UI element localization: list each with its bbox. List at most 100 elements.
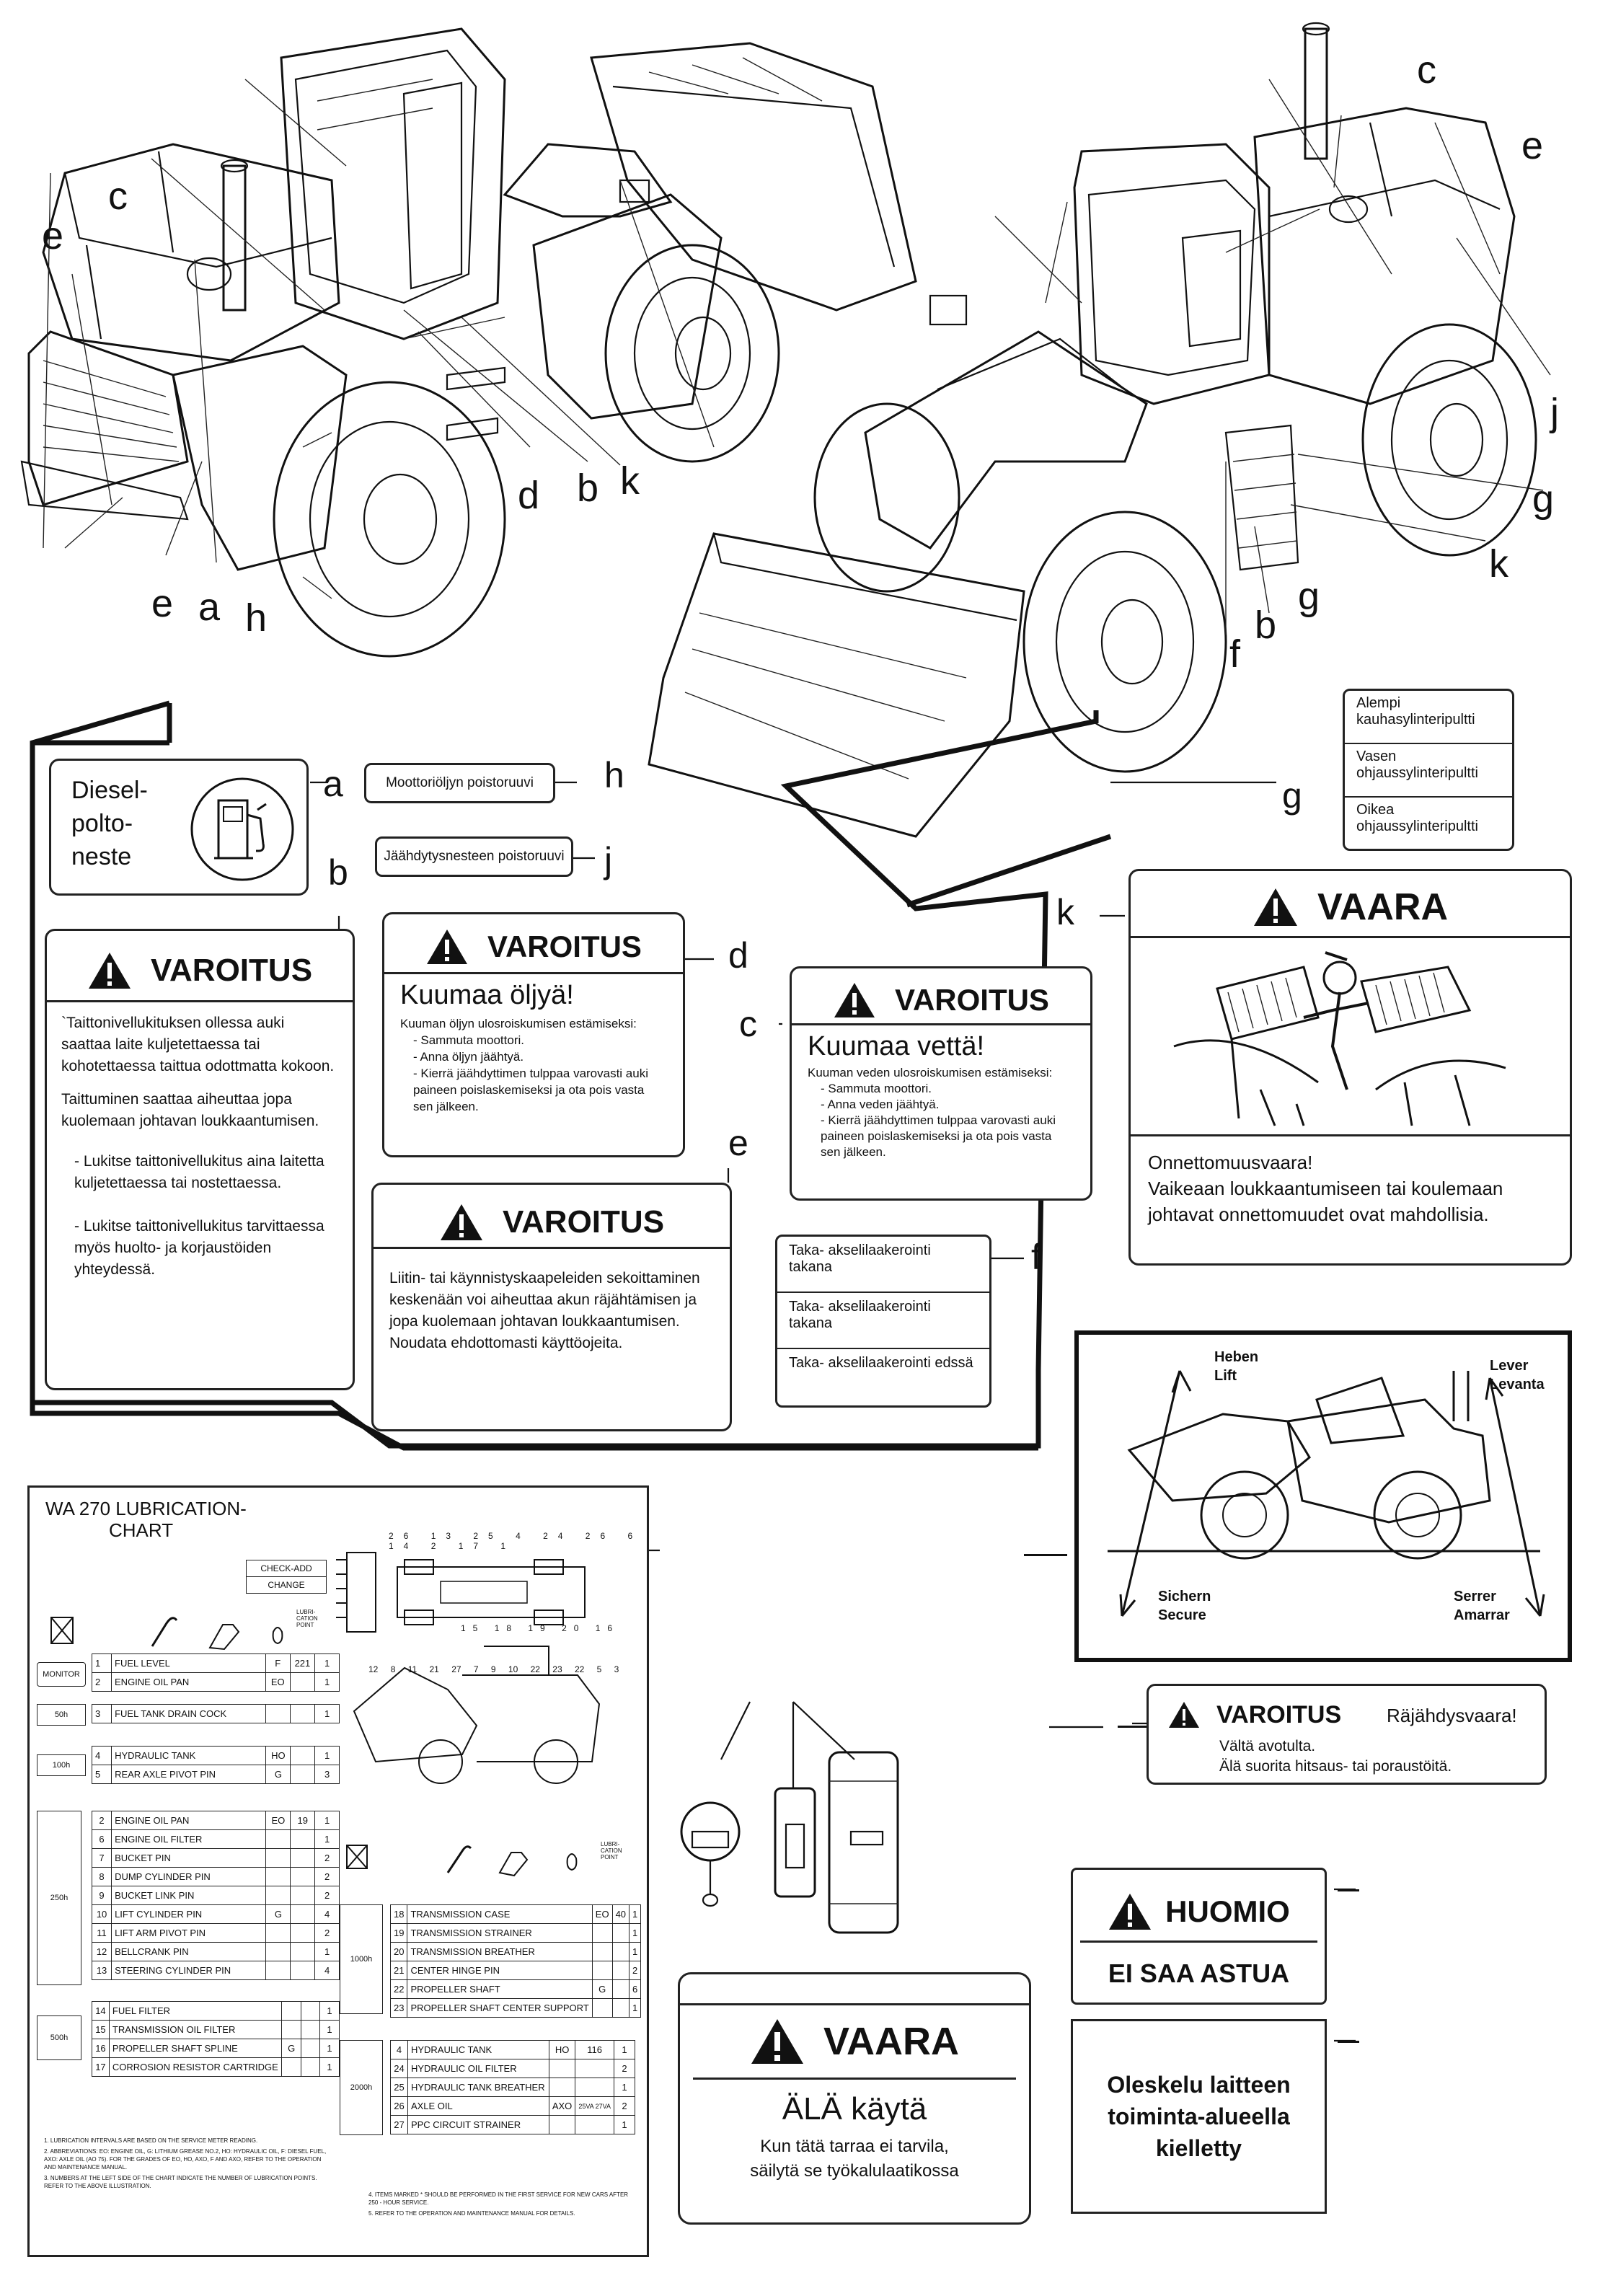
callout-h-left: h xyxy=(245,596,268,640)
diesel-line-1: Diesel- xyxy=(71,777,148,804)
callout-g-right-2: g xyxy=(1298,575,1320,618)
lube-cell: 2 xyxy=(91,1811,112,1830)
lube-cell xyxy=(265,1829,291,1849)
diagram-point-number: 17 xyxy=(458,1541,501,1551)
lube-cell: 1 xyxy=(629,1904,642,1924)
lube-cell: 1 xyxy=(614,2115,635,2134)
lube-cell: 21 xyxy=(389,1961,408,1980)
diagram-point-number: 19 xyxy=(528,1623,562,1633)
lift-label-es: Levanta xyxy=(1490,1377,1545,1392)
lube-cell: 15 xyxy=(92,2020,110,2039)
lube-cell: BELLCRANK PIN xyxy=(111,1942,267,1961)
lube-cell: AXLE OIL xyxy=(407,2096,549,2116)
lube-cell: HYDRAULIC TANK BREATHER xyxy=(407,2078,549,2097)
diagram-point-number: 26 xyxy=(389,1531,431,1541)
lube-cell: LIFT ARM PIVOT PIN xyxy=(111,1923,267,1943)
lube-cell xyxy=(290,1848,316,1868)
lube-cell: 13 xyxy=(91,1961,112,1980)
diagram-point-number: 13 xyxy=(430,1531,474,1541)
diagram-point-number: 15 xyxy=(461,1623,495,1633)
lube-cell: DUMP CYLINDER PIN xyxy=(111,1867,267,1886)
lube-cell: CORROSION RESISTOR CARTRIDGE xyxy=(108,2057,282,2077)
diagram-point-number: 22 xyxy=(530,1664,553,1674)
callout-d-left: d xyxy=(518,474,540,517)
lube-cell: 1 xyxy=(319,2057,340,2077)
diagram-point-number: 23 xyxy=(552,1664,575,1674)
lube-cell: 10 xyxy=(91,1904,112,1924)
lift-label-fr: Lever xyxy=(1490,1358,1529,1374)
diagram-point-number: 18 xyxy=(494,1623,529,1633)
lube-cell xyxy=(548,2115,576,2134)
warning-c-line-4: - Kierrä jäähdyttimen tulppaa varovasti … xyxy=(821,1113,1056,1159)
warning-b-header: VAROITUS xyxy=(47,945,353,996)
warning-c-line-2: - Sammuta moottori. xyxy=(821,1082,932,1095)
callout-e-left-bottom: e xyxy=(151,582,174,625)
lube-cell: 6 xyxy=(91,1829,112,1849)
warning-triangle-icon xyxy=(1169,1702,1199,1728)
diagram-point-number: 14 xyxy=(389,1541,431,1551)
lube-cell xyxy=(290,1961,316,1980)
callout-g-right-1: g xyxy=(1532,477,1555,521)
lube-cell: 1 xyxy=(319,2001,340,2021)
tag-e: e xyxy=(728,1123,748,1163)
lube-cell xyxy=(265,1867,291,1886)
diagram-point-number: 12 xyxy=(368,1664,391,1674)
lube-cell: 11 xyxy=(91,1923,112,1943)
interval-2000h: 2000h xyxy=(340,2040,383,2135)
warning-e-text: Liitin- tai käynnistyskaapeleiden sekoit… xyxy=(374,1247,730,1373)
secure-label-de: Sichern xyxy=(1158,1589,1211,1604)
lube-cell xyxy=(611,1942,630,1961)
lube-cell: 25 xyxy=(390,2078,408,2097)
lube-cell: 12 xyxy=(91,1942,112,1961)
diagram-point-number: 7 xyxy=(473,1664,491,1674)
lube-cell: CENTER HINGE PIN xyxy=(407,1961,593,1980)
lube-cell: 25VA 27VA xyxy=(575,2096,615,2116)
lube-cell xyxy=(280,2020,302,2039)
lube-cell: 23 xyxy=(389,1998,408,2018)
diagram-point-number: 8 xyxy=(390,1664,408,1674)
lube-cell: TRANSMISSION CASE xyxy=(407,1904,593,1924)
f-item-2: Taka- akselilaakerointi takana xyxy=(777,1293,989,1349)
diesel-line-3: neste xyxy=(71,843,132,870)
lube-cell: 22 xyxy=(389,1979,408,1999)
callout-c-right: c xyxy=(1417,48,1436,92)
lube-cell: 2 xyxy=(314,1923,340,1943)
cap-label-left: LUBRI- CATION POINT xyxy=(296,1609,318,1628)
secure-label-en: Secure xyxy=(1158,1607,1206,1623)
lift-decal-leader xyxy=(1024,1554,1067,1556)
lube-note: 4. ITEMS MARKED * SHOULD BE PERFORMED IN… xyxy=(368,2191,629,2206)
lube-cell: 16 xyxy=(92,2039,110,2058)
lube-cell: EO xyxy=(265,1811,291,1830)
lube-cell xyxy=(280,2001,302,2021)
g-item-2: Vasen ohjaussylinteripultti xyxy=(1345,744,1512,798)
moottori-text: Moottoriöljyn poistoruuvi xyxy=(386,775,534,790)
tag-h: h xyxy=(604,755,624,795)
lube-cell: TRANSMISSION OIL FILTER xyxy=(108,2020,282,2039)
warning-d-line-2: - Sammuta moottori. xyxy=(413,1033,524,1047)
lube-cell: ENGINE OIL PAN xyxy=(111,1811,267,1830)
lube-cell: PROPELLER SHAFT SPLINE xyxy=(108,2039,282,2058)
lube-cell xyxy=(265,1961,291,1980)
diagram-point-number: 2 xyxy=(430,1541,459,1551)
huomio-title: HUOMIO xyxy=(1165,1894,1290,1928)
oleskelu-line-3: kielletty xyxy=(1155,2135,1242,2161)
warning-label-c: VAROITUS Kuumaa vettä! Kuuman veden ulos… xyxy=(790,966,1092,1201)
explosion-warning-label: VAROITUS Räjähdysvaara! Vältä avotulta. … xyxy=(1147,1684,1547,1785)
f-item-3: Taka- akselilaakerointi edssä xyxy=(789,1355,973,1371)
lube-cell: PROPELLER SHAFT CENTER SUPPORT xyxy=(407,1998,593,2018)
callout-e-right: e xyxy=(1521,124,1544,167)
lube-cell: 24 xyxy=(390,2059,408,2078)
lube-cell: BUCKET PIN xyxy=(111,1848,267,1868)
lube-cell: STEERING CYLINDER PIN xyxy=(111,1961,267,1980)
